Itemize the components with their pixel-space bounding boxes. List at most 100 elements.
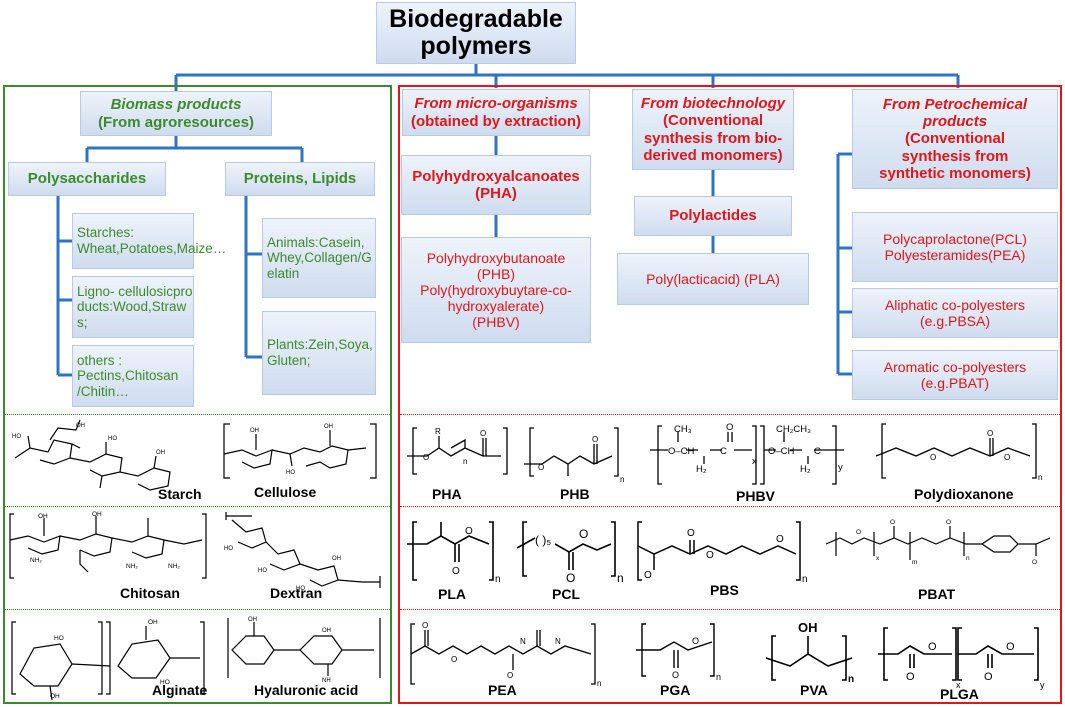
svg-text:n: n — [620, 475, 624, 484]
svg-text:O: O — [856, 529, 861, 536]
synthetic-separator-1 — [400, 414, 1060, 415]
svg-text:n: n — [848, 674, 854, 684]
micro-header-line2: (obtained by extraction) — [410, 112, 582, 130]
svg-text:OH: OH — [798, 620, 818, 635]
svg-text:O: O — [928, 641, 937, 653]
polysaccharides-box: Polysaccharides — [8, 162, 166, 196]
svg-text:NH: NH — [322, 678, 331, 682]
svg-text:y: y — [1040, 680, 1045, 690]
svg-text:HO: HO — [160, 679, 170, 686]
svg-text:n: n — [617, 571, 624, 585]
svg-text:x: x — [752, 456, 757, 467]
svg-text:OH: OH — [50, 693, 60, 700]
biomass-panel-frame — [3, 85, 392, 704]
svg-text:HO: HO — [296, 586, 305, 592]
svg-text:O: O — [507, 671, 513, 680]
starches-box: Starches: Wheat,Potatoes,Maize… — [72, 213, 226, 269]
synthetic-separator-3 — [400, 609, 1060, 610]
phbv-label: PHBV — [736, 488, 775, 504]
svg-text:C: C — [720, 446, 727, 457]
pva-structure: OH n — [765, 620, 854, 684]
svg-text:HO: HO — [12, 434, 21, 440]
plants-box: Plants:Zein,Soya,Gluten; — [262, 311, 376, 395]
biomass-header: Biomass products (From agroresources) — [80, 91, 272, 136]
lignocellulosic-box: Ligno- cellulosicproducts:Wood,Straws; — [72, 276, 194, 338]
biomass-separator-1 — [5, 414, 390, 415]
svg-text:O: O — [1032, 559, 1037, 566]
chitosan-label: Chitosan — [120, 585, 180, 601]
proteins-lipids-box: Proteins, Lipids — [225, 162, 375, 196]
biomass-separator-3 — [5, 609, 390, 610]
svg-text:O: O — [672, 670, 679, 680]
svg-text:y: y — [838, 462, 843, 473]
svg-text:n: n — [802, 574, 808, 585]
pva-label: PVA — [800, 682, 828, 698]
svg-text:HO: HO — [258, 568, 267, 574]
others-box: others : Pectins,Chitosan /Chitin… — [72, 345, 194, 407]
pea-label: PEA — [488, 682, 517, 698]
svg-text:O: O — [692, 636, 699, 646]
svg-text:O: O — [579, 527, 588, 541]
svg-text:n: n — [463, 457, 467, 466]
svg-text:O: O — [538, 463, 544, 472]
svg-text:O: O — [984, 671, 993, 683]
svg-text:O: O — [776, 534, 784, 545]
svg-text:O: O — [1006, 641, 1015, 653]
cellulose-structure: OH OH HO — [223, 423, 377, 479]
hyaluronic-acid-label: Hyaluronic acid — [254, 682, 359, 698]
svg-text:O–CH: O–CH — [668, 446, 695, 457]
micro-header: From micro-organisms (obtained by extrac… — [402, 89, 590, 136]
svg-text:O: O — [423, 453, 429, 462]
svg-text:CH₃: CH₃ — [674, 424, 692, 435]
svg-text:n: n — [1038, 473, 1042, 482]
biotech-header-line1: From biotechnology — [640, 95, 786, 112]
svg-text:O: O — [930, 453, 936, 462]
svg-text:O: O — [687, 528, 695, 539]
svg-text:HO: HO — [286, 470, 295, 476]
svg-text:( )₅: ( )₅ — [535, 533, 551, 547]
svg-text:m: m — [912, 559, 917, 566]
svg-text:O: O — [890, 519, 895, 526]
svg-text:O–CH: O–CH — [768, 446, 795, 457]
svg-text:NH₂: NH₂ — [30, 557, 42, 564]
aromatic-box: Aromatic co-polyesters (e.g.PBAT) — [852, 350, 1058, 400]
petro-header-line2: (Conventional synthesis from synthetic m… — [879, 130, 1031, 182]
svg-text:NH₂: NH₂ — [126, 563, 138, 570]
svg-text:O: O — [465, 526, 473, 537]
svg-text:H₂: H₂ — [696, 464, 707, 475]
svg-text:O: O — [906, 671, 915, 683]
pha-label: PHA — [432, 486, 462, 502]
svg-text:OH: OH — [76, 423, 85, 429]
biotech-header: From biotechnology (Conventional synthes… — [632, 89, 794, 170]
svg-text:O: O — [726, 422, 733, 433]
svg-text:OH: OH — [250, 428, 259, 434]
synthetic-panel-frame — [398, 85, 1062, 704]
alginate-label: Alginate — [152, 682, 208, 698]
svg-text:n: n — [716, 672, 721, 682]
svg-text:OH: OH — [148, 619, 158, 626]
svg-text:O: O — [592, 435, 598, 444]
pla-label: PLA — [438, 586, 466, 602]
svg-text:O: O — [706, 550, 714, 561]
svg-text:OH: OH — [38, 513, 48, 520]
synthetic-separator-2 — [400, 506, 1060, 507]
starch-label: Starch — [158, 486, 202, 502]
polylactides-box: Polylactides — [634, 196, 792, 236]
svg-text:OH: OH — [156, 450, 165, 456]
svg-text:O: O — [480, 429, 486, 438]
svg-text:N: N — [520, 637, 526, 646]
svg-text:OH: OH — [92, 511, 102, 518]
svg-text:x: x — [956, 680, 961, 690]
svg-text:H₂: H₂ — [800, 464, 811, 475]
svg-text:OH: OH — [324, 424, 333, 430]
petro-header-line1: From Petrochemical products — [882, 95, 1028, 131]
svg-text:O: O — [946, 519, 951, 526]
svg-text:OH: OH — [332, 556, 341, 562]
